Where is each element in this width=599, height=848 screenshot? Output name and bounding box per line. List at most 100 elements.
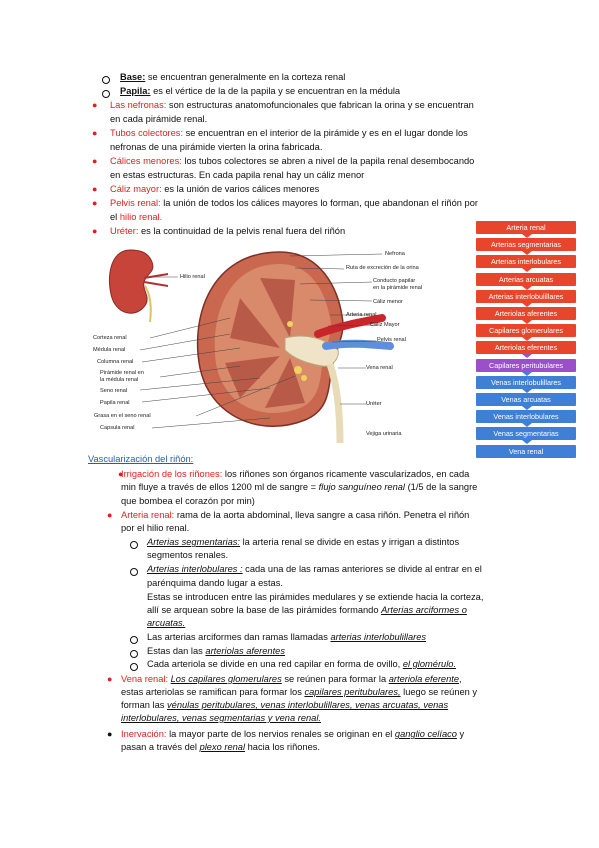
irrigacion-fraction: (1/5 de la sangre [405, 482, 478, 492]
label-caliz-mayor: Cáliz Mayor [370, 322, 400, 328]
hilio-term: hilio renal. [119, 212, 163, 222]
arciformes-item: Las arterias arciformes dan ramas llamad… [147, 631, 426, 643]
flow-step: Venas interlobulillares [476, 375, 576, 389]
inervacion-text: la mayor parte de los nervios renales se… [166, 729, 395, 739]
papila-term: Papila: [120, 86, 151, 96]
pelvis-cont-text: el [110, 212, 120, 222]
estas-text: Estas dan las [147, 646, 206, 656]
arteria-renal-cont: por el hilio renal. [121, 523, 190, 533]
flow-step: Arterias interlobulillares [476, 289, 576, 303]
bullet-icon: ● [92, 226, 98, 236]
large-kidney-section [196, 251, 394, 444]
label-seno: Seno renal [100, 388, 128, 394]
flow-step: Capilares peritubulares [476, 358, 576, 372]
inervacion-text-3: hacia los riñones. [245, 742, 320, 752]
interlobulares-item: Arterias interlobulares : cada una de la… [147, 563, 482, 575]
label-conducto-2: en la pirámide renal [373, 285, 423, 291]
irrigacion-text: los riñones son órganos ricamente vascul… [222, 469, 470, 479]
vena-text: se reúnen para formar la [281, 674, 389, 684]
irrigacion-cont-1: min fluye a través de ellos 1200 ml de s… [121, 481, 477, 493]
pelvis-cont: el hilio renal. [110, 211, 162, 223]
label-capsula: Capsula renal [100, 425, 135, 431]
flow-step: Arterias arcuatas [476, 272, 576, 286]
arciformes-text: Las arterias arciformes dan ramas llamad… [147, 632, 331, 642]
papila-text: es el vértice de la de la papila y se en… [150, 86, 401, 96]
arteria-renal-item: Arteria renal: rama de la aorta abdomina… [121, 509, 469, 521]
flujo-term: flujo sanguíneo renal [318, 482, 405, 492]
calices-menores-cont: en estas estructuras. En cada papila ren… [110, 170, 365, 180]
irrigacion-term: Irrigación de los riñones: [121, 469, 223, 479]
plexo-term: plexo renal [199, 742, 246, 752]
flow-step: Vena renal [476, 444, 576, 458]
ureter-item: Uréter: es la continuidad de la pelvis r… [110, 225, 345, 237]
segmentarias-cont: segmentos renales. [147, 550, 229, 560]
ureter-text: es la continuidad de la pelvis renal fue… [138, 226, 346, 236]
bullet-icon: ● [92, 156, 98, 166]
segmentarias-text: la arteria renal se divide en estas y ir… [240, 537, 460, 547]
flow-step: Capilares glomerulares [476, 324, 576, 338]
label-vena-renal: Vena renal [366, 365, 393, 371]
pelvis-term: Pelvis renal: [110, 198, 161, 208]
label-vejiga: Vejiga urinaria [366, 431, 402, 437]
vena-text-4: forman las [121, 700, 167, 710]
flow-arrow-icon [522, 251, 532, 256]
label-piramide-2: la médula renal [100, 377, 139, 383]
flow-step: Venas segmentarias [476, 427, 576, 441]
circle-bullet-icon [130, 636, 138, 644]
flow-arrow-icon [522, 406, 532, 410]
inervacion-text-2: pasan a través del [121, 742, 200, 752]
flow-arrow-icon [522, 354, 532, 359]
calices-menores-term: Cálices menores: [110, 156, 182, 166]
caliz-mayor-item: Cáliz mayor: es la unión de varios cálic… [110, 183, 319, 195]
label-piramide-1: Pirámide renal en [100, 370, 144, 376]
inervacion-and: y [456, 729, 465, 739]
nefronas-term: Las nefronas: [110, 100, 167, 110]
arciformes-term: Arterias arciformes o [381, 605, 467, 615]
interlobulares-cont-4: arcuatas. [147, 618, 186, 628]
base-text: se encuentran generalmente en la corteza… [145, 72, 346, 82]
bullet-icon: ● [92, 100, 98, 110]
flow-step: Arterias interlobulares [476, 255, 576, 269]
label-columna: Columna renal [97, 359, 134, 365]
flow-step: Venas interlobulares [476, 410, 576, 424]
kidney-anatomy-figure [109, 249, 394, 444]
flow-arrow-icon [522, 337, 532, 342]
ganglio-term: ganglio celíaco [394, 729, 457, 739]
pelvis-text: la unión de todos los cálices mayores lo… [160, 198, 478, 208]
label-papila: Papila renal [100, 400, 130, 406]
bullet-icon: ● [118, 469, 124, 479]
arteriola-eferente-term: arteriola eferente [388, 674, 460, 684]
circle-bullet-icon [102, 90, 110, 98]
venulas-term: vénulas peritubulares, venas interlobuli… [167, 700, 449, 710]
arteria-renal-text: rama de la aorta abdominal, lleva sangre… [174, 510, 470, 520]
capilares-glomerulares-term: Los capilares glomerulares [170, 674, 282, 684]
bullet-icon: ● [107, 729, 113, 739]
cada-item: Cada arteriola se divide en una red capi… [147, 658, 456, 670]
small-kidney-icon [109, 249, 169, 323]
label-ruta: Ruta de excreción de la orina [346, 265, 419, 271]
nefronas-cont: en cada pirámide renal. [110, 114, 208, 124]
vena-text-3: luego se reúnen y [400, 687, 478, 697]
flow-arrow-icon [522, 371, 532, 376]
tubos-item: Tubos colectores: se encuentran en el in… [110, 127, 468, 139]
circle-bullet-icon [130, 568, 138, 576]
irrigacion-flow-text: min fluye a través de ellos 1200 ml de s… [121, 482, 319, 492]
flow-arrow-icon [522, 388, 532, 393]
capilares-peritubulares-term: capilares peritubulares, [304, 687, 401, 697]
cada-text: Cada arteriola se divide en una red capi… [147, 659, 403, 669]
interlobulares-cont-3: allí se arquean sobre la base de las pir… [147, 604, 467, 616]
segmentarias-term: Arterias segmentarias: [147, 537, 241, 547]
interlobulillares-term: arterias interlobulillares [330, 632, 427, 642]
bullet-icon: ● [107, 674, 113, 684]
flow-arrow-icon [522, 423, 532, 428]
interlobulares-cont-2: Estas se introducen entre las pirámides … [147, 592, 484, 602]
tubos-cont: nefronas de una pirámide vierten la orin… [110, 142, 323, 152]
bullet-icon: ● [107, 510, 113, 520]
nefronas-text: son estructuras anatomofuncionales que f… [166, 100, 474, 110]
vasc-heading: Vascularización del riñón: [88, 454, 194, 464]
circle-bullet-icon [102, 76, 110, 84]
vena-renal-term: Vena renal: [121, 674, 169, 684]
arteria-renal-term: Arteria renal: [121, 510, 175, 520]
flow-arrow-icon [522, 285, 532, 290]
circle-bullet-icon [130, 541, 138, 549]
